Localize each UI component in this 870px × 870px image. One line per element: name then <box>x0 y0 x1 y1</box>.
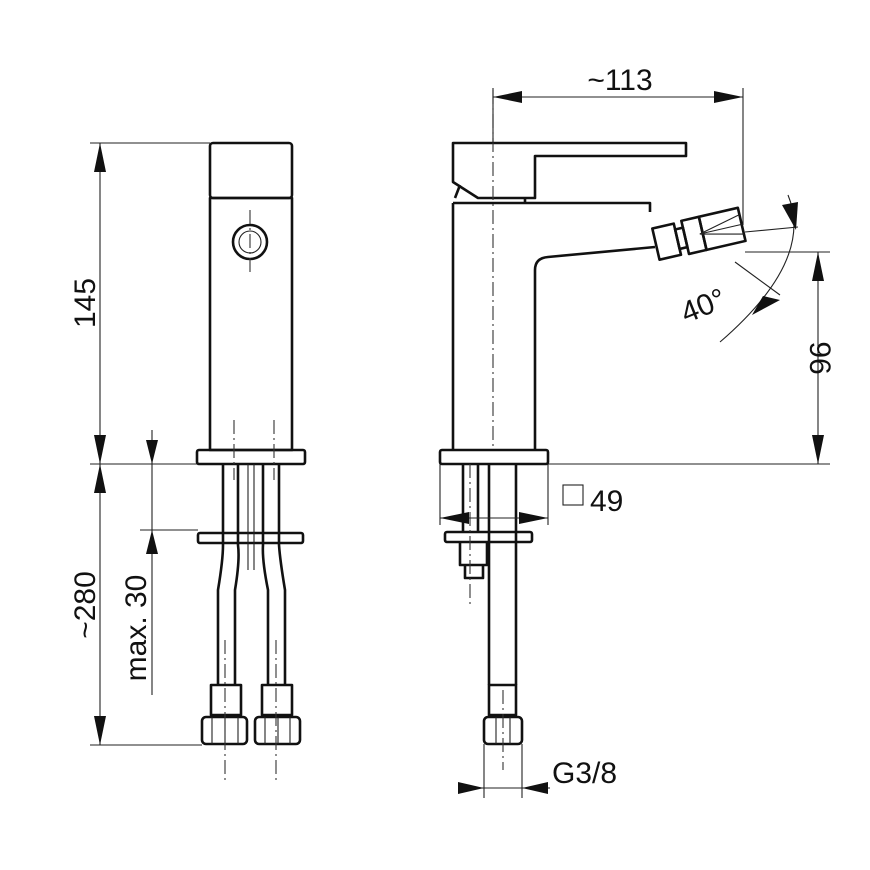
bidet-spray-nozzle <box>651 206 747 262</box>
label-49: 49 <box>590 485 623 518</box>
base-plate-side <box>438 448 550 466</box>
mounting-washer-side <box>443 530 534 544</box>
label-40-degree: 40° <box>676 282 730 330</box>
hose-ferrule-right <box>260 683 294 717</box>
base-plate-front <box>195 448 307 466</box>
hose-right <box>261 464 287 685</box>
dimension-49: 49 <box>439 464 623 525</box>
label-145: 145 <box>69 278 102 328</box>
side-view <box>438 90 747 770</box>
label-96: 96 <box>803 341 836 374</box>
dimension-113: ~113 <box>492 64 744 225</box>
label-113: ~113 <box>587 64 652 97</box>
front-view <box>195 141 307 780</box>
dimension-145: 145 <box>69 142 210 465</box>
mounting-washer-front <box>196 531 305 545</box>
body-side <box>451 201 656 450</box>
hose-ferrule-left <box>209 683 243 717</box>
label-280: ~280 <box>69 571 102 639</box>
square-symbol-icon <box>562 484 584 506</box>
fixing-nut <box>458 542 489 580</box>
label-g38: G3/8 <box>552 757 617 790</box>
dimension-max30: max. 30 <box>120 430 198 695</box>
hose-left <box>216 464 240 685</box>
dimension-g38: G3/8 <box>458 744 617 798</box>
handle-front <box>208 141 294 200</box>
dimension-96: 96 <box>548 251 836 465</box>
dimension-280: ~280 <box>69 464 202 746</box>
label-max30: max. 30 <box>120 575 153 682</box>
lever-handle <box>451 141 688 200</box>
body-front <box>208 196 294 452</box>
